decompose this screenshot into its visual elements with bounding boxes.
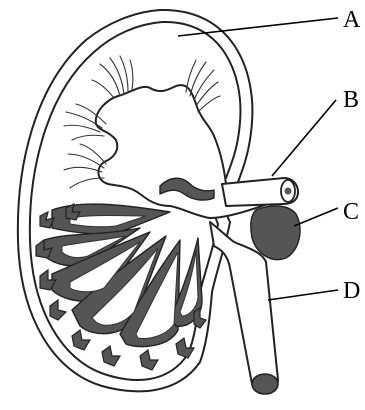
label-a: A	[343, 7, 361, 33]
renal-artery-lumen	[285, 188, 292, 195]
label-b: B	[343, 87, 359, 113]
ureter-opening	[252, 374, 278, 394]
label-c: C	[343, 199, 359, 225]
leader-line-b	[272, 100, 336, 176]
leader-line-d	[268, 290, 338, 300]
renal-vein	[251, 206, 300, 260]
leader-line-c	[294, 208, 338, 226]
label-d: D	[343, 278, 360, 304]
